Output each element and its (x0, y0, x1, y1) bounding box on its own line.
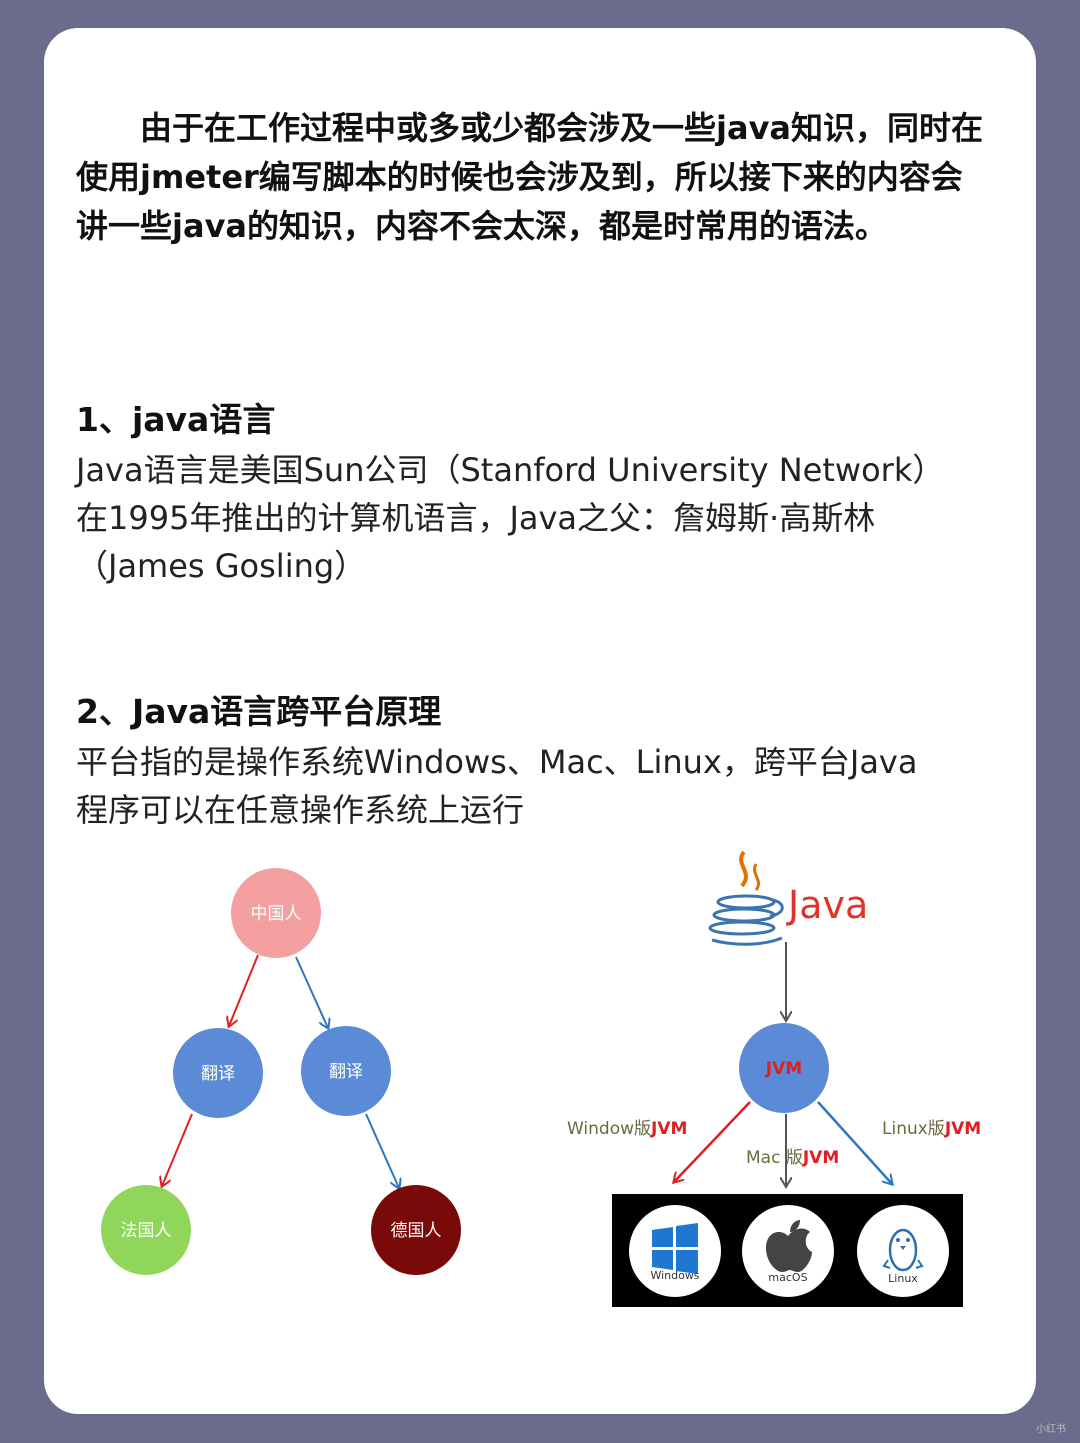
section1-line-3: （James Gosling） (76, 547, 367, 585)
watermark: 小红书 (1036, 1424, 1066, 1435)
arrow-right-to-german (365, 1113, 399, 1188)
arrow-source-to-right (295, 956, 328, 1028)
macos-label: macOS (768, 1271, 807, 1284)
arrow-left-to-french (162, 1113, 193, 1186)
mac-jvm-label: Mac 版JVM (746, 1148, 839, 1168)
jvm-label: JVM (765, 1059, 802, 1079)
tux-icon (882, 1228, 924, 1272)
french-node (101, 1185, 191, 1275)
translation-analogy: 中国人 翻译 翻译 法国人 德国人 (101, 868, 461, 1275)
translator-left-node (173, 1028, 263, 1118)
translator-left-label: 翻译 (201, 1064, 235, 1084)
linux-jvm-label: Linux版JVM (882, 1119, 981, 1139)
section2-heading: 2、Java语言跨平台原理 (76, 692, 442, 731)
translator-right-node (301, 1026, 391, 1116)
windows-label: Windows (650, 1269, 699, 1282)
jvm-diagram: Java JVM Window版JVM Mac 版JVM Linux版JVM W… (567, 850, 981, 1307)
section1-line-2: 在1995年推出的计算机语言，Java之父：詹姆斯·高斯林 (76, 499, 876, 537)
windows-jvm-label: Window版JVM (567, 1119, 687, 1139)
jvm-node (739, 1023, 829, 1113)
source-node (231, 868, 321, 958)
french-label: 法国人 (121, 1221, 172, 1241)
intro-paragraph: 由于在工作过程中或多或少都会涉及一些java知识，同时在使用jmeter编写脚本… (76, 109, 984, 245)
windows-icon (652, 1223, 698, 1274)
linux-label: Linux (888, 1272, 918, 1285)
arrow-source-to-left (229, 954, 259, 1026)
section1-line-1: Java语言是美国Sun公司（Stanford University Netwo… (76, 451, 945, 489)
german-label: 德国人 (391, 1221, 442, 1241)
arrow-jvm-to-linux (817, 1101, 892, 1184)
section2-line-2: 程序可以在任意操作系统上运行 (76, 791, 525, 829)
apple-icon (766, 1220, 812, 1272)
java-logo-text: Java (786, 883, 868, 927)
windows-badge (629, 1205, 721, 1297)
content-card (44, 28, 1036, 1414)
java-cup-icon (708, 850, 784, 946)
section1-heading: 1、java语言 (76, 400, 276, 439)
source-label: 中国人 (251, 904, 302, 924)
german-node (371, 1185, 461, 1275)
translator-right-label: 翻译 (329, 1062, 363, 1082)
section2-line-1: 平台指的是操作系统Windows、Mac、Linux，跨平台Java (76, 743, 918, 781)
arrow-jvm-to-windows (674, 1101, 751, 1182)
